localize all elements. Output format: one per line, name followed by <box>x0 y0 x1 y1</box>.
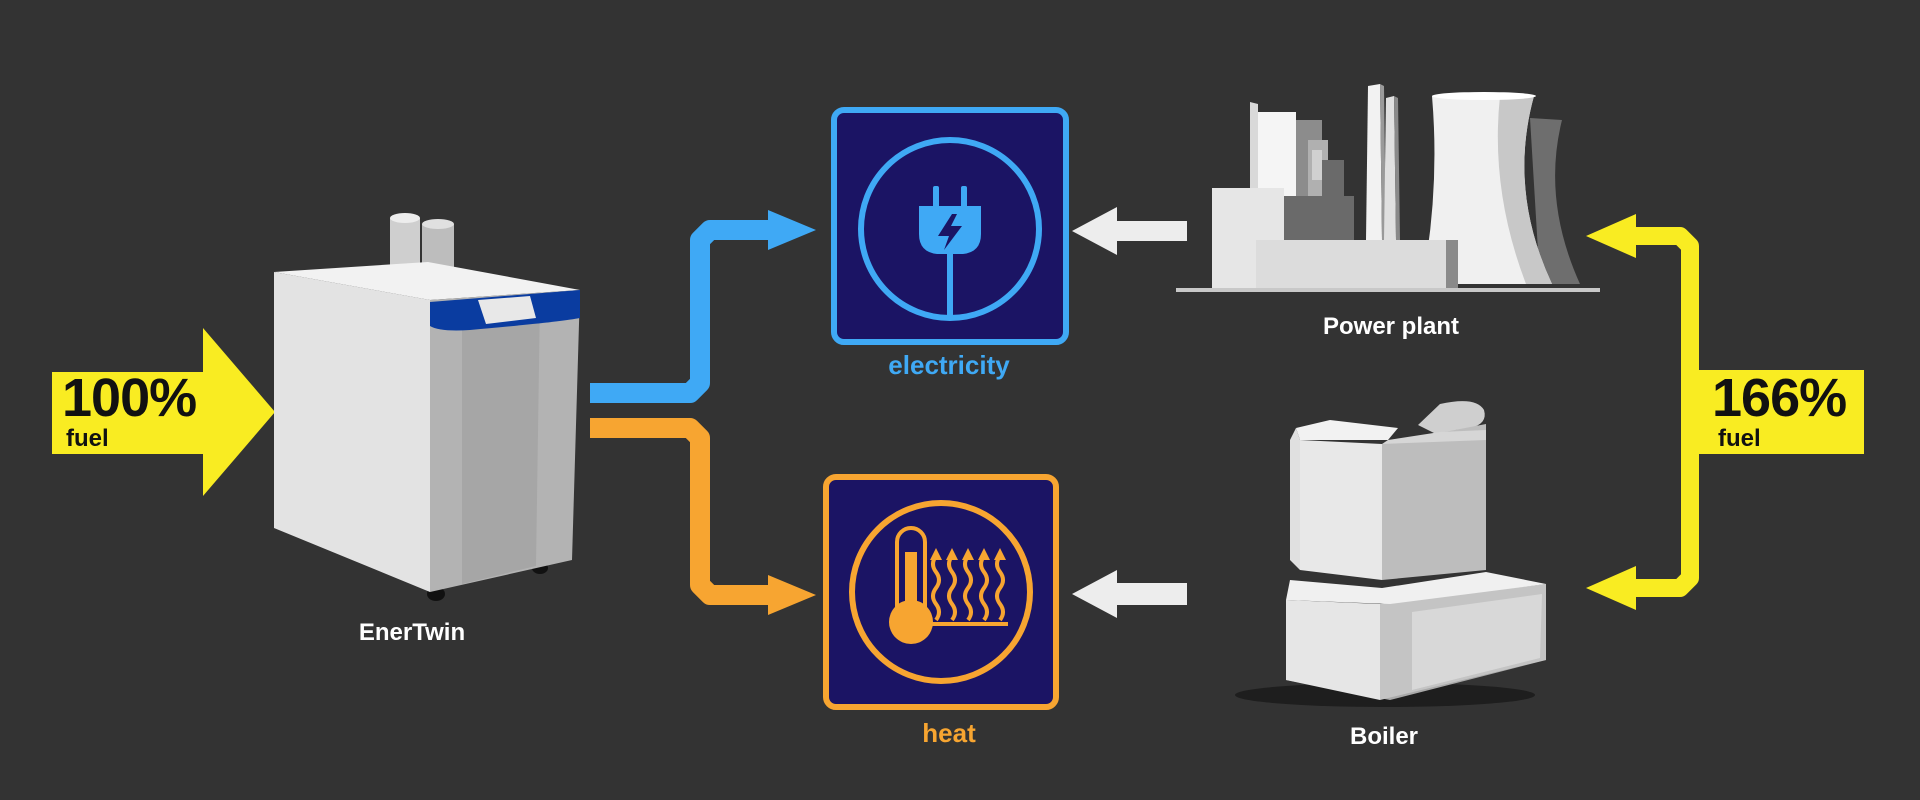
power-plant-to-electricity-arrow <box>1072 207 1187 255</box>
fuel-percent-left: 100% <box>62 368 196 428</box>
boiler <box>1235 401 1546 707</box>
fuel-percent-right: 166% <box>1712 368 1846 428</box>
electricity-flow <box>590 210 816 403</box>
heat-icon <box>823 474 1059 710</box>
fuel-input-arrow-left: 100% fuel <box>52 328 275 496</box>
heat-flow <box>590 418 816 615</box>
power-plant-label: Power plant <box>1323 313 1459 340</box>
fuel-input-box-right: 166% fuel <box>1692 368 1864 454</box>
heat-label: heat <box>922 718 976 748</box>
fuel-distribution-bracket-right <box>1586 214 1699 610</box>
electricity-icon <box>831 107 1069 345</box>
electricity-label: electricity <box>888 350 1010 380</box>
enertwin-label: EnerTwin <box>359 619 465 646</box>
fuel-label-left: fuel <box>66 425 109 452</box>
enertwin-unit <box>274 213 580 601</box>
fuel-label-right: fuel <box>1718 425 1761 452</box>
boiler-to-heat-arrow <box>1072 570 1187 618</box>
boiler-label: Boiler <box>1350 723 1418 750</box>
power-plant <box>1176 84 1600 292</box>
